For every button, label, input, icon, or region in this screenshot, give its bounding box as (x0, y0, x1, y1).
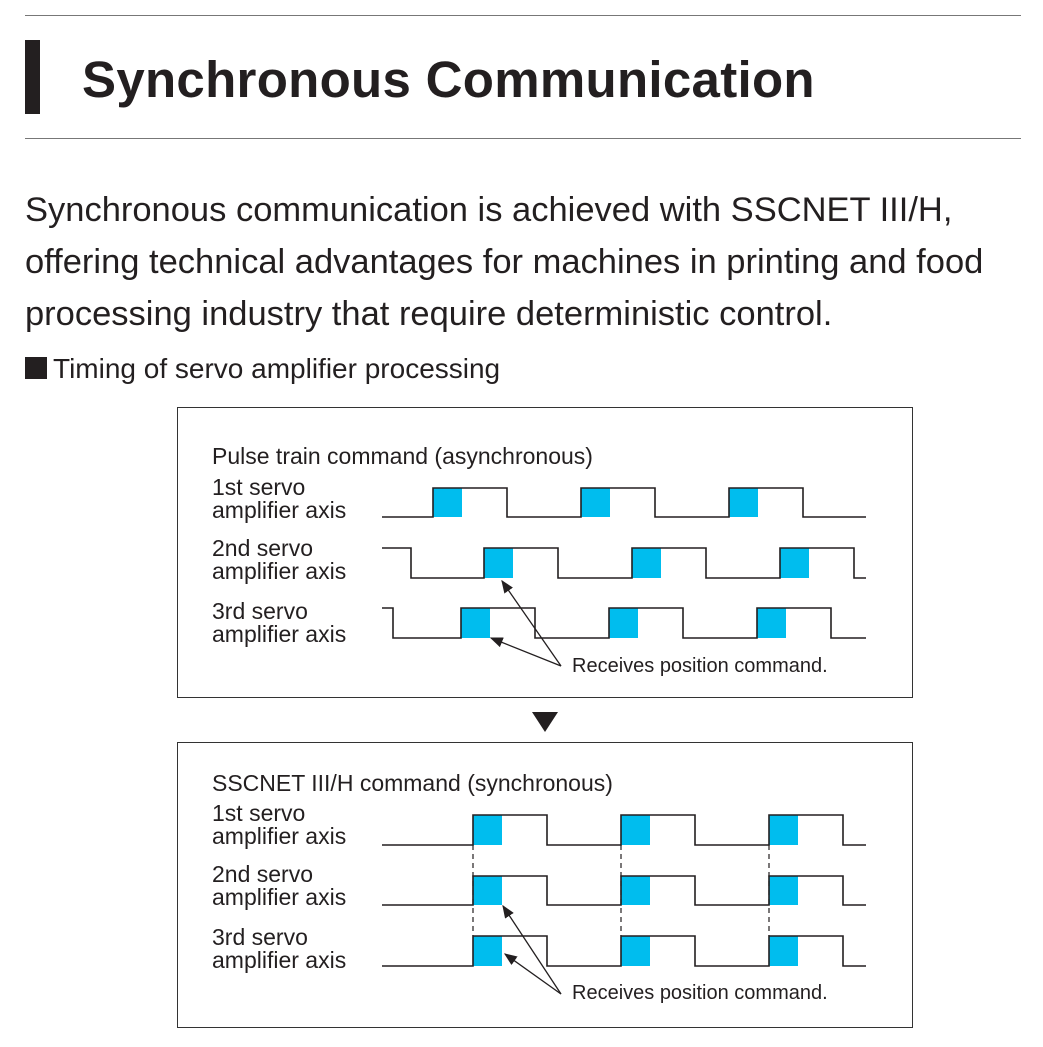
sync-axis-2-command-block (621, 876, 650, 905)
async-axis-1-waveform (382, 487, 866, 518)
sync-axis-3-waveform (382, 935, 866, 967)
section-heading-text: Timing of servo amplifier processing (53, 353, 501, 384)
sync-axis-2-command-block (473, 876, 502, 905)
sync-diagram-title: SSCNET III/H command (synchronous) (212, 770, 613, 796)
async-axis-2-command-block (780, 548, 809, 578)
async-axis-1-command-block (581, 488, 610, 517)
arrow-icon (503, 953, 562, 995)
async-axis-1-command-block (433, 488, 462, 517)
async-diagram-title: Pulse train command (asynchronous) (212, 443, 593, 469)
sync-note: Receives position command. (572, 982, 828, 1004)
sync-axis-1-waveform (382, 814, 866, 846)
sync-axis-3-command-block (769, 936, 798, 966)
sync-axis-3-command-block (473, 936, 502, 966)
intro-paragraph: Synchronous communication is achieved wi… (25, 191, 984, 333)
async-axis-2-command-block (484, 548, 513, 578)
square-bullet-icon (25, 357, 47, 379)
async-note: Receives position command. (572, 655, 828, 677)
sync-axis-3-command-block (621, 936, 650, 966)
async-diagram-box (177, 407, 913, 698)
sync-diagram-box (177, 742, 913, 1028)
arrow-icon (501, 579, 562, 667)
title-rule (25, 138, 1021, 139)
arrow-icon (502, 904, 562, 995)
arrow-icon (489, 637, 562, 667)
sync-axis-1-command-block (769, 815, 798, 845)
async-axis-1-command-block (729, 488, 758, 517)
async-axis-3-command-block (609, 608, 638, 638)
section-heading: Timing of servo amplifier processing (25, 353, 500, 385)
async-axis-2-waveform (382, 547, 866, 579)
sync-axis-2-waveform (382, 875, 866, 906)
async-axis-3-waveform (382, 607, 866, 639)
sync-axis-2-command-block (769, 876, 798, 905)
async-axis-3-command-block (461, 608, 490, 638)
heading-bar (25, 40, 40, 114)
page-title: Synchronous Communication (82, 51, 815, 108)
sync-axis-1-command-block (621, 815, 650, 845)
sync-axis-1-command-block (473, 815, 502, 845)
top-rule (25, 15, 1021, 16)
async-axis-2-command-block (632, 548, 661, 578)
async-axis-3-command-block (757, 608, 786, 638)
down-arrow-icon (532, 712, 558, 732)
